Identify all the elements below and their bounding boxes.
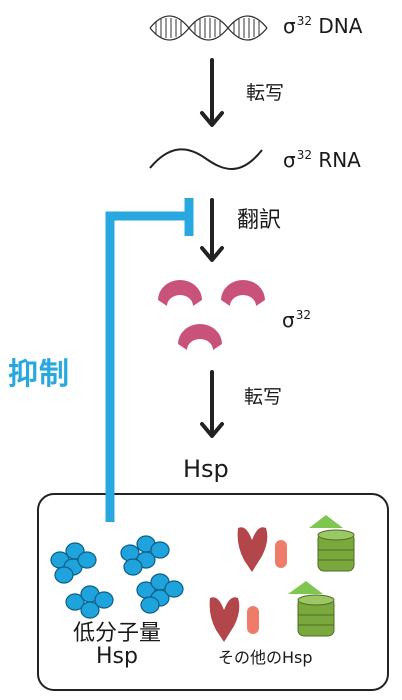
sigma32-protein-label: σ32 xyxy=(282,307,311,332)
suppression-label: 抑制 xyxy=(8,357,70,392)
sigma32-dna-label: σ32 DNA xyxy=(283,13,363,38)
transcription-label-2: 転写 xyxy=(244,386,283,408)
small-hsp-line2: Hsp xyxy=(96,644,138,670)
sigma-rna-tail: RNA xyxy=(311,148,361,172)
small-hsp-line1: 低分子量 xyxy=(72,621,161,646)
sigma-dna-sup: 32 xyxy=(296,13,312,28)
rna-wave-icon xyxy=(149,148,263,170)
protein-icon xyxy=(158,280,265,350)
arrow-transcription-2 xyxy=(200,370,224,438)
barrel-icon xyxy=(288,515,355,637)
arrow-transcription-1 xyxy=(200,58,224,127)
hsp-box xyxy=(37,493,389,691)
sigma-dna-tail: DNA xyxy=(311,14,363,38)
hsp-label: Hsp xyxy=(183,455,229,483)
other-hsp-label: その他のHsp xyxy=(218,648,313,667)
sigma32-rna-label: σ32 RNA xyxy=(283,147,361,172)
sigma-protein-sup: 32 xyxy=(295,307,311,322)
arrow-translation xyxy=(200,198,224,262)
translation-label: 翻訳 xyxy=(237,208,282,233)
sigma-dna: σ xyxy=(283,14,296,38)
suppression-line xyxy=(105,198,194,520)
sigma-rna-sup: 32 xyxy=(296,147,312,162)
transcription-label-1: 転写 xyxy=(246,82,285,104)
small-hsp-label: 低分子量 Hsp xyxy=(62,622,172,668)
small-hsp-cluster-icon xyxy=(50,535,184,619)
sigma-rna: σ xyxy=(283,148,296,172)
v-shape-icon xyxy=(209,527,287,642)
sigma-protein: σ xyxy=(282,308,295,332)
dna-helix-icon xyxy=(149,15,268,41)
